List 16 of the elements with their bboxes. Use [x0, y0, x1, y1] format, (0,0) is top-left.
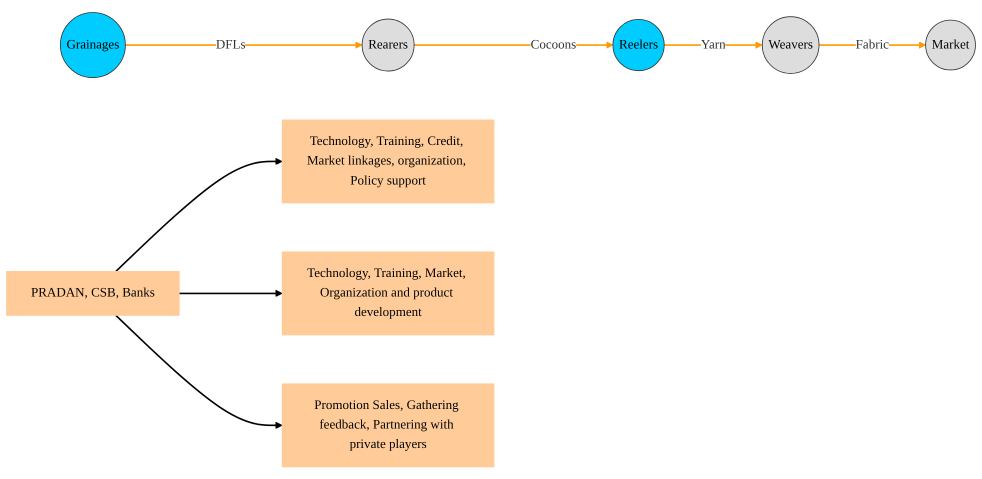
node-circle: Weavers [762, 16, 820, 74]
arrow [115, 314, 283, 429]
edge-label: Yarn [700, 38, 726, 52]
node-box: Promotion Sales, Gathering feedback, Partnering with private players [282, 383, 494, 468]
node-box: Technology, Training, Credit, Market linkages, organization, Policy support [282, 119, 494, 204]
edge-label: Fabric [856, 38, 889, 52]
edge-label: DFLs [216, 38, 246, 52]
node-circle: Market [925, 20, 976, 70]
arrow [179, 290, 283, 297]
arrow [115, 158, 283, 272]
node-circle: Rearers [362, 18, 415, 72]
node-box: Technology, Training, Market, Organization and product development [282, 251, 494, 336]
node-circle: Grainages [60, 12, 126, 78]
node-box: PRADAN, CSB, Banks [6, 270, 180, 316]
node-circle: Reelers [612, 18, 665, 71]
edge-label: Cocoons [530, 38, 576, 52]
